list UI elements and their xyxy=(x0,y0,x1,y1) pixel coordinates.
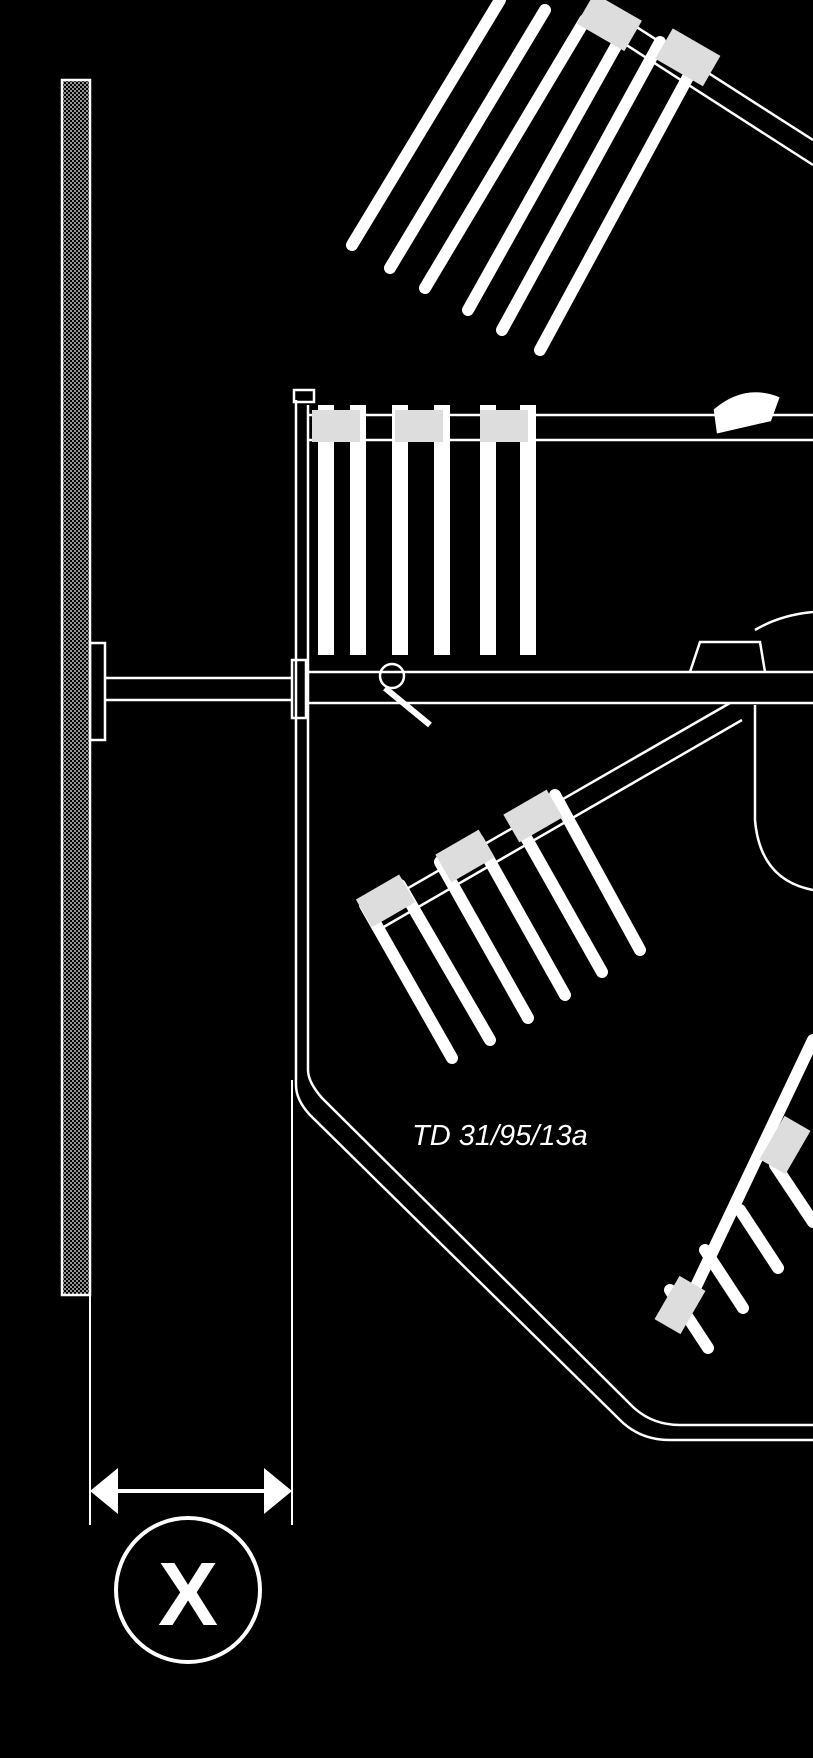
raised-rotor-hubs xyxy=(576,0,721,87)
lower-rotor-hubs xyxy=(654,1115,811,1335)
dotted-wall xyxy=(60,78,92,1525)
raised-rotor xyxy=(599,8,813,167)
drawing-reference-code: TD 31/95/13a xyxy=(412,1120,588,1152)
main-boom xyxy=(306,610,813,892)
top-tines xyxy=(312,405,536,655)
mounting-arm xyxy=(88,641,308,742)
raised-rotor-tines xyxy=(346,0,706,356)
dimension-label: X xyxy=(158,1545,218,1645)
diagonal-tines xyxy=(359,789,646,1064)
top-rotor-arm xyxy=(308,392,813,442)
dimension-x: X xyxy=(90,1080,293,1664)
diagonal-hubs xyxy=(355,789,563,928)
machine-frame xyxy=(292,388,813,1442)
dimension-marker-circle xyxy=(114,1516,262,1664)
